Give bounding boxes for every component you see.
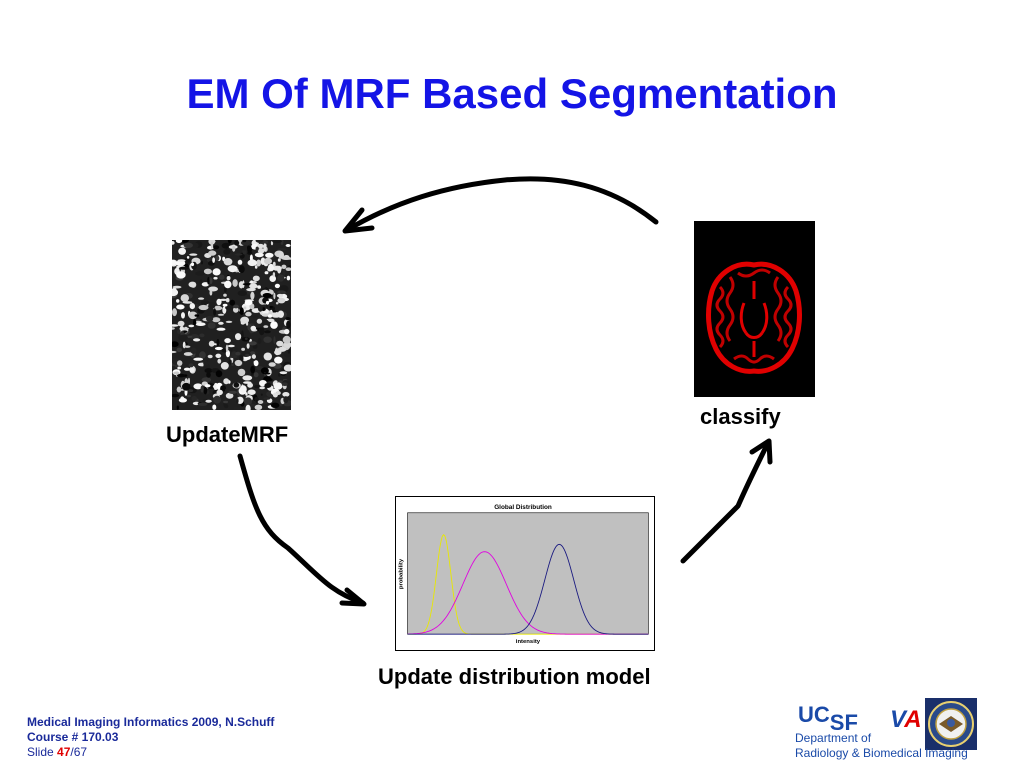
arrowhead-classify-to-updatemrf	[342, 207, 375, 234]
classify-label: classify	[700, 404, 781, 429]
ucsf-sf: SF	[829, 710, 858, 735]
plot-background	[407, 512, 649, 635]
chart-title: Global Distribution	[494, 504, 552, 511]
mrf-texture-image	[172, 240, 291, 410]
brain-segmentation-image	[694, 221, 815, 397]
va-logo: VA	[890, 706, 922, 734]
ucsf-logo: UCSF	[798, 702, 858, 735]
slide-prefix: Slide	[27, 745, 58, 759]
footer-course-number: Course # 170.03	[27, 730, 119, 744]
department-line1: Department of	[795, 731, 872, 745]
footer-info: Medical Imaging Informatics 2009, N.Schu…	[27, 715, 274, 760]
va-seal-icon	[925, 698, 977, 750]
slide-total: /67	[70, 745, 88, 759]
arrow-classify-to-updatemrf	[344, 176, 659, 233]
series-line-3	[407, 543, 649, 635]
series-layer	[407, 533, 649, 635]
update-mrf-label: UpdateMRF	[166, 422, 289, 447]
arrowhead-updatemrf-to-distribution	[339, 587, 367, 607]
slide-current: 47	[57, 745, 71, 759]
global-distribution-chart: Global Distribution intensity probabilit…	[395, 496, 655, 651]
x-axis-label: intensity	[516, 639, 541, 645]
update-distribution-label: Update distribution model	[378, 664, 651, 689]
ucsf-uc: UC	[798, 702, 830, 727]
arrow-updatemrf-to-distribution	[237, 453, 366, 606]
arrowhead-distribution-to-classify	[749, 438, 773, 465]
va-a: A	[904, 706, 922, 733]
y-axis-label: probability	[399, 558, 405, 589]
footer-slide-number: Slide 47/67	[27, 745, 274, 760]
slide-title: EM Of MRF Based Segmentation	[186, 70, 838, 117]
department-line2: Radiology & Biomedical Imaging	[795, 746, 968, 760]
footer-course-title: Medical Imaging Informatics 2009, N.Schu…	[27, 715, 275, 729]
department-text: Department of Radiology & Biomedical Ima…	[795, 731, 968, 761]
va-v: V	[890, 706, 905, 733]
arrow-distribution-to-classify	[680, 440, 771, 564]
